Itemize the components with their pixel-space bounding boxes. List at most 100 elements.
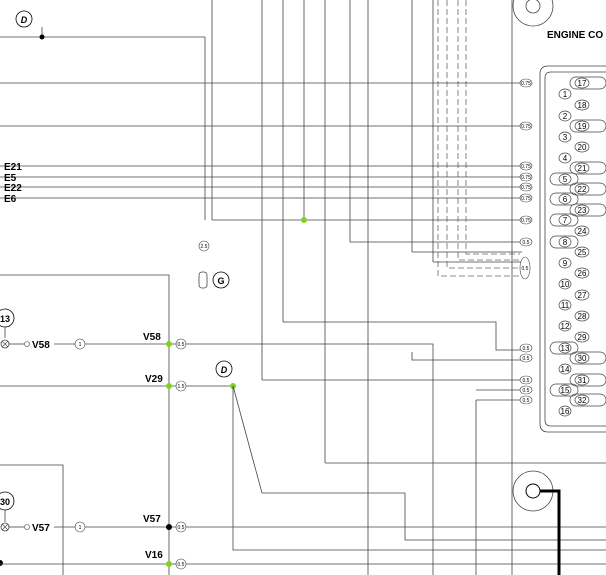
ecu-pin-label: 11 — [561, 301, 570, 310]
ecu-pin-label: 8 — [563, 238, 568, 247]
wire-size-label: 0.5 — [523, 346, 530, 352]
ecu-pin-label: 20 — [578, 143, 587, 152]
wire-size-tag — [519, 182, 533, 192]
ecu-pin — [558, 110, 572, 122]
ecu-pin — [574, 246, 590, 258]
ecu-pin-label: 16 — [561, 407, 570, 416]
junction-top — [301, 217, 307, 223]
ecu-pin-label: 14 — [561, 365, 570, 374]
junction-v58 — [166, 341, 172, 347]
ecu-pin — [558, 363, 572, 375]
wire — [186, 343, 434, 575]
ecu-pin-label: 5 — [563, 175, 568, 184]
ecu-pin — [574, 183, 590, 195]
ecu-pin-label: 12 — [561, 322, 570, 331]
label-v58-left: V58 — [32, 340, 50, 351]
ecu-pin — [558, 214, 572, 226]
wire-size-tag — [519, 161, 533, 171]
ecu-pin — [558, 384, 572, 396]
twisted-pair-tag — [519, 256, 531, 280]
pin-bracket — [549, 383, 579, 397]
ecu-pin-label: 18 — [578, 101, 587, 110]
ecu-pin-label: 22 — [578, 185, 587, 194]
pin-bracket — [569, 373, 606, 387]
label-e5: E5 — [4, 173, 17, 184]
marker-g-label: G — [217, 276, 224, 286]
v57-size: 0.5 — [178, 525, 185, 531]
ecu-pin — [558, 320, 572, 332]
ecu-pin-label: 25 — [578, 248, 587, 257]
ground-cable — [540, 489, 561, 575]
wire-size-tag — [519, 343, 533, 353]
ecu-pin-label: 29 — [578, 333, 587, 342]
ecu-pin — [558, 131, 572, 143]
marker-d-top — [15, 10, 33, 28]
ecu-pin — [574, 352, 590, 364]
ecu-pin — [558, 152, 572, 164]
ecu-pin — [574, 162, 590, 174]
v58-num: 1 — [79, 342, 82, 348]
ecu-pin-label: 9 — [563, 259, 568, 268]
wire-size-tag — [519, 353, 533, 363]
ecu-pin — [558, 278, 572, 290]
shield-line — [437, 0, 520, 277]
wire — [232, 386, 606, 551]
fuse-g — [198, 271, 208, 289]
shield-line — [446, 0, 520, 269]
ecu-pin — [574, 331, 590, 343]
wire — [0, 274, 170, 575]
wire — [232, 385, 606, 541]
wire-size-tag — [519, 237, 533, 247]
wire-size-label: 0.75 — [521, 175, 531, 181]
ecu-pin-label: 3 — [563, 133, 568, 142]
ecu-pin — [558, 236, 572, 248]
wire — [0, 464, 64, 575]
ecu-pin-label: 21 — [578, 164, 587, 173]
label-v57-left: V57 — [32, 523, 50, 534]
ground-stud-bottom-inner — [525, 483, 541, 499]
wire-size-label: 0.5 — [523, 388, 530, 394]
ecu-pin-label: 30 — [578, 354, 587, 363]
label-v29: V29 — [145, 374, 163, 385]
ecu-pin-label: 31 — [578, 376, 587, 385]
connector-size-tags: 0.750.750.750.750.750.750.750.50.50.50.5… — [519, 78, 533, 405]
v57-num-tag — [74, 521, 86, 533]
junction-v16 — [166, 561, 172, 567]
ecu-pin — [574, 77, 590, 89]
ecu-pin — [574, 310, 590, 322]
wire-size-tag — [519, 121, 533, 131]
pin-bracket — [569, 119, 606, 133]
marker-d-mid — [215, 360, 233, 378]
g-size-tag — [198, 240, 210, 252]
ecu-pin-label: 15 — [561, 386, 570, 395]
ecu-ref-30-label: 30 — [0, 497, 10, 507]
connector-pin — [24, 524, 30, 530]
ground-stud-top — [512, 0, 554, 27]
marker-d-top-label: D — [21, 15, 28, 25]
v58-size: 0.5 — [178, 342, 185, 348]
label-v16: V16 — [145, 550, 163, 561]
pin-bracket — [549, 235, 579, 249]
ecu-pin-label: 2 — [563, 112, 568, 121]
pin-bracket — [549, 172, 579, 186]
wire-size-tag — [519, 385, 533, 395]
junction-dot — [0, 560, 3, 566]
wire-size-label: 0.75 — [521, 124, 531, 130]
wire-size-label: 0.75 — [521, 164, 531, 170]
v29-size: 1.5 — [178, 384, 185, 390]
ecu-pin-label: 13 — [561, 344, 570, 353]
ecu-pin — [558, 257, 572, 269]
wire-size-tag — [519, 78, 533, 88]
connector-pin — [24, 341, 30, 347]
pin-bracket — [549, 213, 579, 227]
wire-size-label: 0.5 — [523, 240, 530, 246]
pin-bracket — [569, 393, 606, 407]
wire-size-label: 0.5 — [523, 398, 530, 404]
ecu-pin — [574, 99, 590, 111]
ecu-title: ENGINE CO — [547, 30, 603, 41]
ecu-pin — [574, 289, 590, 301]
wire-size-tag — [519, 215, 533, 225]
junction-dot — [39, 34, 45, 40]
ecu-pin — [574, 225, 590, 237]
wire-size-label: 0.75 — [521, 185, 531, 191]
